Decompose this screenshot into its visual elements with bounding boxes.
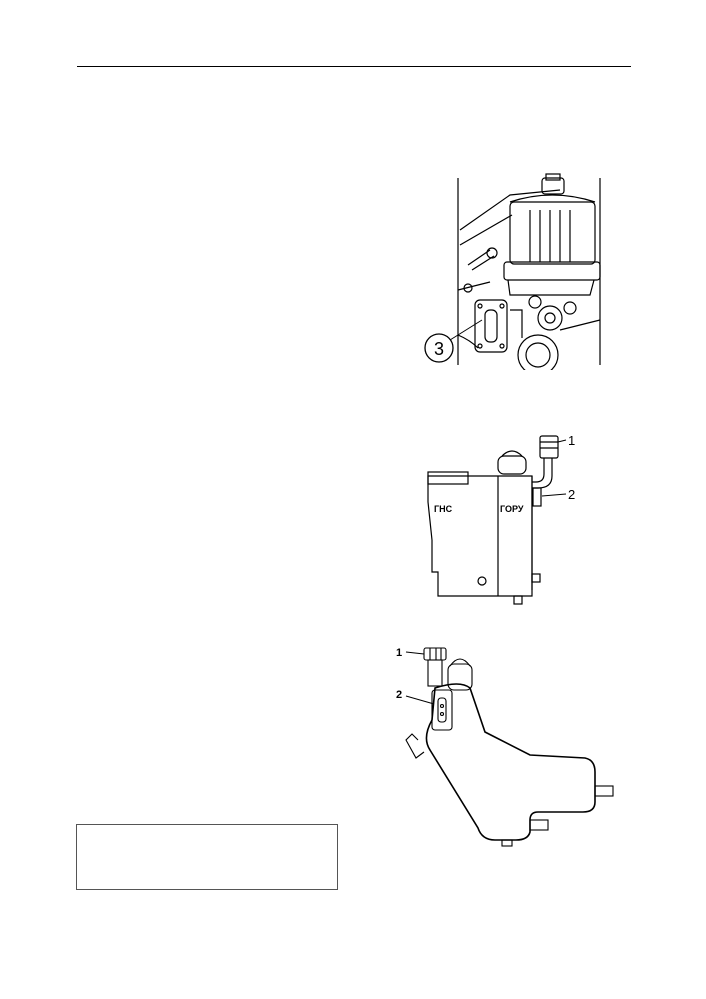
callout-3: 3	[434, 339, 444, 359]
note-box	[76, 824, 338, 890]
header-rule	[77, 66, 631, 67]
tank-label-goru: ГОРУ	[500, 504, 524, 514]
callout-2: 2	[396, 689, 402, 701]
callout-1: 1	[568, 433, 575, 448]
figure-tank-outline: 1 2	[396, 647, 614, 847]
figure-tank-side: 1 2 ГНС ГОРУ	[427, 433, 575, 605]
callout-2: 2	[568, 487, 575, 502]
figure-filter-assembly: 3	[424, 173, 601, 370]
callout-circle	[424, 333, 454, 363]
callout-1: 1	[396, 647, 402, 659]
tank-label-gns: ГНС	[434, 504, 453, 514]
